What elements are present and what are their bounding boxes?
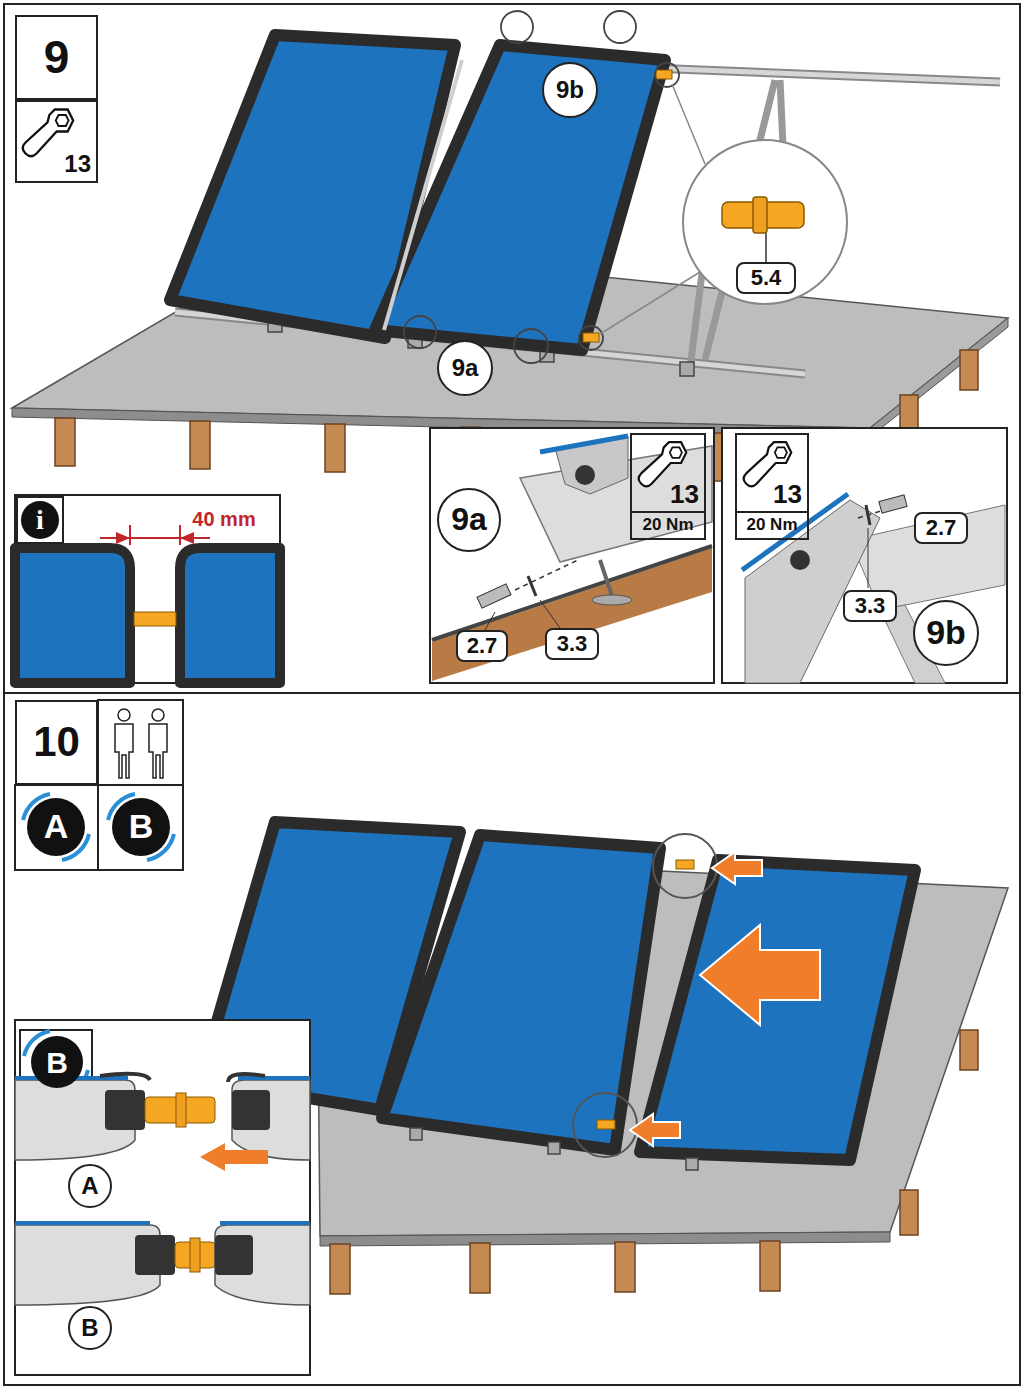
variant-icon: B [112,798,170,856]
callout-circle: 9b [542,62,598,118]
step-divider [4,692,1020,694]
step-number: 10 [15,700,98,785]
callout-circle: 9a [437,340,493,396]
node-text: B [129,808,154,845]
node-text: 10 [33,719,80,765]
dimension: 40 mm [174,506,274,532]
step10-scene [200,822,1008,1294]
node-text: A [44,808,69,845]
callout-circle: 9b [913,600,979,666]
node-text: B [46,1046,68,1079]
torque-value: 20 Nm [632,511,704,538]
variant-icon: A [27,798,85,856]
step10-header [15,700,183,870]
torque-box: 1320 Nm [630,433,706,540]
node-text: A [81,1173,98,1199]
tool-size: 13 [15,100,98,183]
node-text: 5.4 [751,266,782,290]
torque-box: 1320 Nm [735,433,809,540]
inset-b [15,1020,310,1375]
node-text: 9 [44,32,70,83]
node-text: 9b [556,77,584,103]
part-number: 2.7 [456,630,508,662]
part-number: 2.7 [914,512,968,544]
part-number: 3.3 [843,590,897,622]
node-text: 13 [64,151,91,177]
node-text: 3.3 [557,632,588,656]
node-text: 2.7 [926,516,957,540]
step-number: 9 [15,15,98,100]
node-text: B [81,1315,98,1341]
node-text: 2.7 [467,634,498,658]
info-icon-letter: i [21,501,59,539]
inset-9b [722,428,1007,683]
info-box [15,495,280,683]
variant-label: B [68,1306,112,1350]
node-text: 9a [451,502,487,537]
variant-icon: B [31,1036,83,1088]
node-text: 3.3 [855,594,886,618]
node-text: 9a [452,355,479,381]
part-number: 5.4 [736,262,796,294]
node-text: 9b [926,614,966,651]
callout-circle: 9a [437,488,501,552]
part-number: 3.3 [545,628,599,660]
node-text: 13 [773,435,807,511]
step9-scene [12,11,1008,481]
node-text: 13 [670,435,704,511]
variant-label: A [68,1164,112,1208]
inset-9a [430,428,714,683]
torque-value: 20 Nm [737,511,807,538]
page-frame [4,4,1020,1385]
